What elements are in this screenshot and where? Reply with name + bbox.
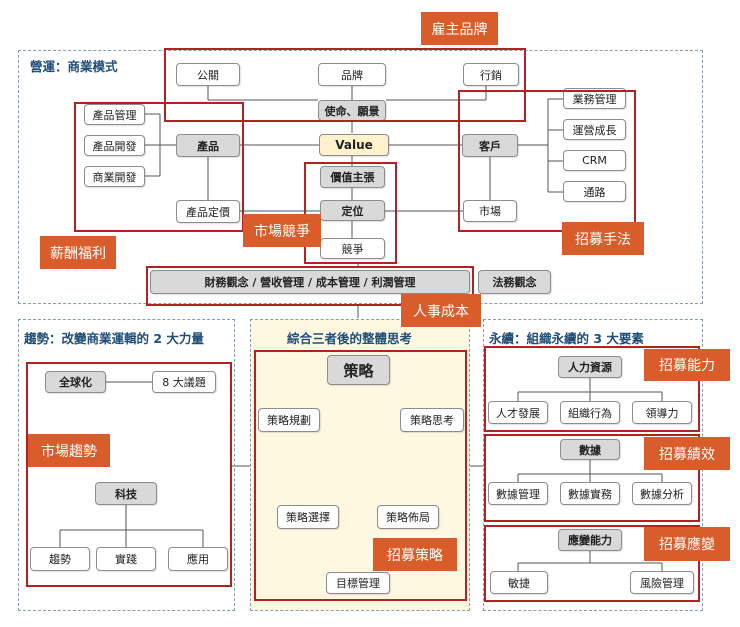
sustain-title: 永續：組織永續的 3 大要素 (489, 331, 644, 346)
ops-growth-node: 運營成長 (563, 119, 626, 140)
operations-panel (18, 50, 703, 304)
mission-node: 使命、願景 (318, 100, 386, 121)
eight-topics-node: 8 大議題 (152, 371, 216, 393)
globalization-node: 全球化 (45, 371, 106, 393)
product-mgmt-node: 產品管理 (84, 104, 145, 125)
crm-node: CRM (563, 150, 626, 171)
strategy-think-node: 策略思考 (400, 408, 464, 432)
leadership-node: 領導力 (632, 401, 692, 424)
product-node: 產品 (176, 134, 240, 157)
competition-node: 競爭 (320, 238, 385, 259)
talent-dev-node: 人才發展 (488, 401, 548, 424)
pricing-node: 產品定價 (176, 200, 240, 223)
strategy-select-node: 策略選擇 (277, 505, 339, 529)
employer-brand-label: 雇主品牌 (421, 12, 498, 45)
recruit-ability-label: 招募能力 (644, 349, 730, 381)
product-dev-node: 產品開發 (84, 135, 145, 156)
trend-panel (18, 319, 235, 611)
finance-node: 財務觀念 / 營收管理 / 成本管理 / 利潤管理 (150, 270, 470, 294)
risk-mgmt-node: 風險管理 (630, 571, 694, 594)
recruit-performance-box (484, 434, 700, 522)
goal-mgmt-node: 目標管理 (326, 572, 390, 594)
market-trend-box (26, 362, 232, 587)
positioning-node: 定位 (320, 200, 385, 221)
org-behavior-node: 組織行為 (560, 401, 620, 424)
hr-cost-label: 人事成本 (401, 294, 481, 327)
data-practice-node: 數據實務 (560, 482, 620, 505)
customer-node: 客戶 (462, 134, 518, 157)
recruit-ability-box (484, 346, 700, 432)
strategy-plan-node: 策略規劃 (258, 408, 320, 432)
agility-node: 敏捷 (490, 571, 548, 594)
trend-node: 趨勢 (30, 547, 90, 571)
compensation-box (74, 102, 244, 232)
hr-node: 人力資源 (558, 356, 622, 378)
pr-node: 公關 (176, 63, 240, 86)
marketing-node: 行銷 (463, 63, 519, 86)
recruit-adapt-label: 招募應變 (644, 527, 730, 561)
market-competition-box (304, 162, 397, 264)
recruit-strategy-label: 招募策略 (373, 538, 457, 571)
recruit-adapt-box (484, 525, 700, 602)
recruit-performance-label: 招募績效 (644, 437, 730, 470)
data-node: 數據 (560, 439, 620, 460)
application-node: 應用 (168, 547, 228, 571)
recruit-method-label: 招募手法 (562, 222, 644, 255)
employer-brand-box (164, 48, 526, 122)
recruit-strategy-box (254, 350, 467, 601)
channel-node: 通路 (563, 181, 626, 202)
market-trend-label: 市場趨勢 (28, 434, 110, 467)
legal-node: 法務觀念 (478, 270, 551, 294)
value-node: Value (319, 134, 389, 156)
market-competition-label: 市場競爭 (243, 214, 321, 247)
practice-node: 實踐 (96, 547, 156, 571)
data-analysis-node: 數據分析 (632, 482, 692, 505)
market-node: 市場 (463, 200, 517, 222)
value-prop-node: 價值主張 (320, 166, 385, 188)
biz-mgmt-node: 業務管理 (563, 88, 626, 109)
strategy-node: 策略 (327, 355, 390, 385)
biz-dev-node: 商業開發 (84, 166, 145, 187)
hr-cost-box (146, 266, 474, 306)
tech-node: 科技 (95, 482, 157, 505)
trend-title: 趨勢：改變商業運輯的 2 大力量 (24, 331, 204, 346)
brand-node: 品牌 (318, 63, 386, 86)
strategy-layout-node: 策略佈局 (377, 505, 439, 529)
data-mgmt-node: 數據管理 (488, 482, 548, 505)
integrated-title: 綜合三者後的整體思考 (287, 331, 413, 346)
adapt-node: 應變能力 (558, 529, 622, 551)
operations-title: 營運：商業模式 (30, 59, 118, 74)
compensation-label: 薪酬福利 (40, 236, 116, 269)
recruit-method-box (458, 90, 636, 232)
